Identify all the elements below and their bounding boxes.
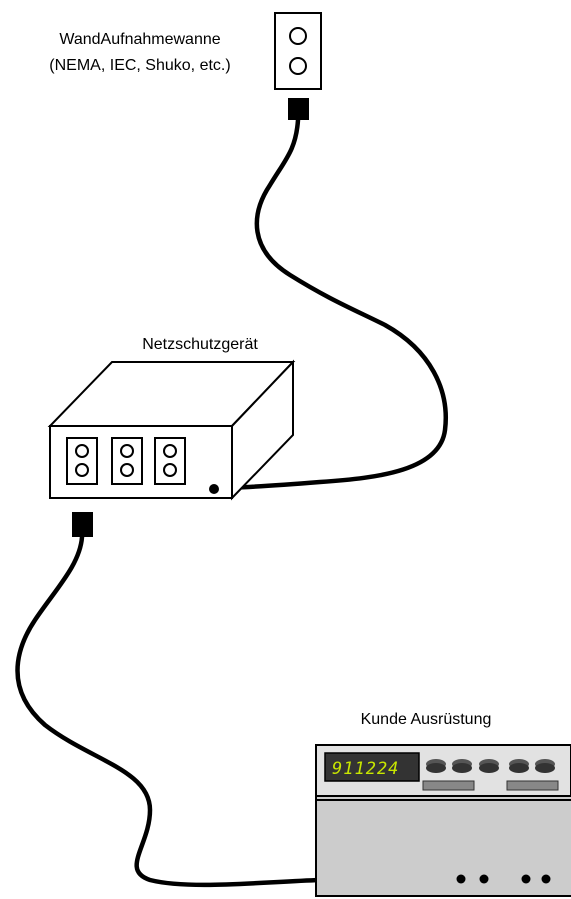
wall-outlet-icon	[274, 12, 322, 90]
equipment-device-icon: 911224	[315, 744, 571, 897]
protector-cable-entry	[209, 484, 219, 494]
protector-outlet-2	[111, 437, 143, 485]
equipment-connector-1	[456, 874, 466, 884]
wall-outlet-label-line2: (NEMA, IEC, Shuko, etc.)	[49, 57, 230, 74]
protector-plug-icon	[72, 512, 93, 537]
equipment-connector-3	[521, 874, 531, 884]
knob-3	[479, 759, 499, 773]
knob-1	[426, 759, 446, 773]
equipment-knobs	[426, 759, 555, 773]
wall-cable	[212, 117, 448, 491]
surge-protector-icon	[47, 359, 296, 501]
equipment-cable	[15, 534, 323, 888]
equipment-connector-4	[541, 874, 551, 884]
protector-outlet-1	[66, 437, 98, 485]
knob-5	[535, 759, 555, 773]
equipment-display-value: 911224	[332, 759, 399, 779]
equipment-front-body	[315, 795, 571, 897]
wall-plug-icon	[288, 98, 309, 120]
knob-2	[452, 759, 472, 773]
knob-4	[509, 759, 529, 773]
protector-label: Netzschutzgerät	[142, 336, 258, 353]
protector-outlet-3	[154, 437, 186, 485]
wall-outlet-label-line1: WandAufnahmewanne	[59, 31, 220, 48]
equipment-label-slot-1	[422, 780, 475, 791]
equipment-label: Kunde Ausrüstung	[361, 711, 492, 728]
equipment-display	[324, 752, 420, 782]
equipment-label-slot-2	[506, 780, 559, 791]
equipment-connector-2	[479, 874, 489, 884]
